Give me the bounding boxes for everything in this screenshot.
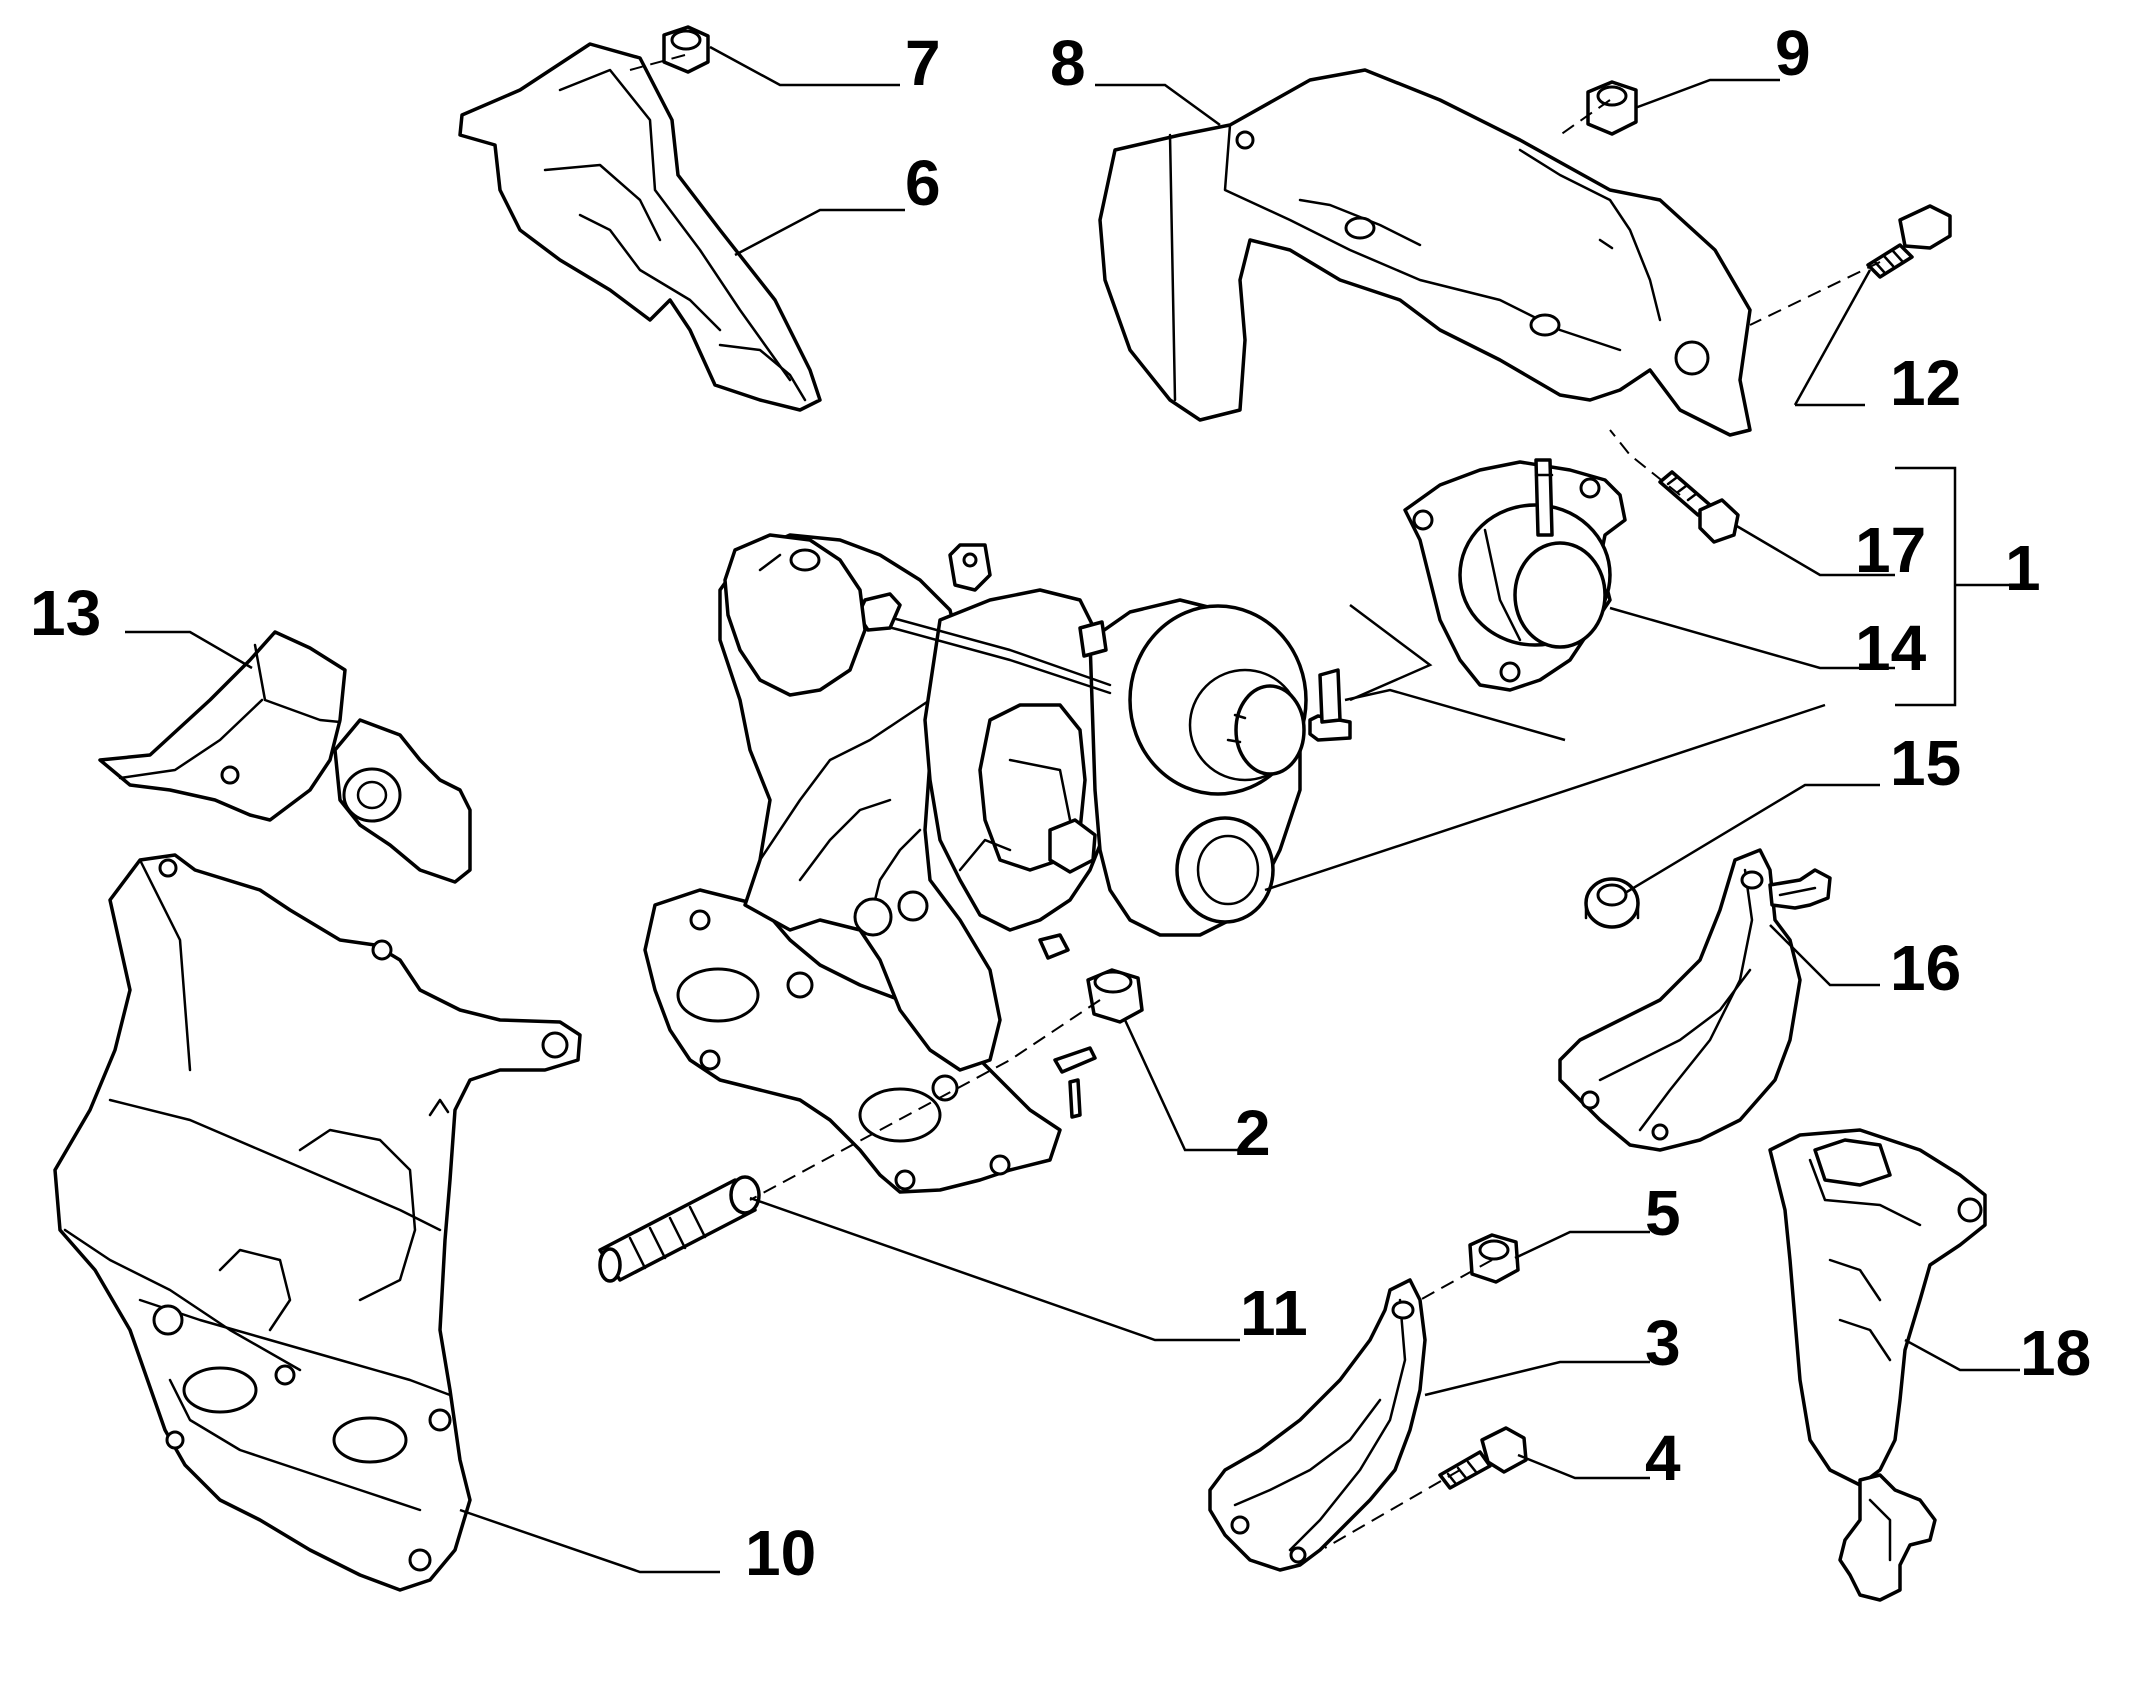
- callout-6: 6: [905, 147, 941, 219]
- part-10-heat-shield: [53, 853, 582, 1592]
- callout-3: 3: [1645, 1307, 1681, 1379]
- part-4-bolt: [1438, 1426, 1528, 1490]
- part-9-nut: [1586, 80, 1638, 136]
- part-2-sleeve: [1086, 968, 1144, 1024]
- part-5-nut: [1468, 1233, 1520, 1284]
- callout-15: 15: [1890, 727, 1961, 799]
- callout-5: 5: [1645, 1177, 1681, 1249]
- callout-1: 1: [2005, 532, 2041, 604]
- callout-18: 18: [2020, 1317, 2091, 1389]
- callout-9: 9: [1775, 17, 1811, 89]
- callout-4: 4: [1645, 1422, 1681, 1494]
- callout-2: 2: [1235, 1097, 1271, 1169]
- part-11-stud: [598, 1175, 761, 1283]
- callout-16: 16: [1890, 932, 1961, 1004]
- part-15-washer: [1584, 877, 1640, 929]
- part-8-heat-shield: [1098, 68, 1752, 437]
- callout-7: 7: [905, 27, 941, 99]
- callout-17: 17: [1855, 514, 1926, 586]
- part-13-heat-shield: [98, 630, 472, 884]
- part-18-heat-shield: [1768, 1128, 1987, 1602]
- part-16-bracket: [1558, 848, 1832, 1152]
- callout-13: 13: [30, 577, 101, 649]
- part-12-bolt: [1866, 204, 1952, 279]
- callout-10: 10: [745, 1517, 816, 1589]
- part-1-turbocharger-assembly: [643, 533, 1352, 1194]
- assembly-axis-lines: [629, 54, 1881, 1549]
- part-14-wastegate-actuator: [1403, 458, 1627, 692]
- part-6-heat-shield: [458, 42, 822, 412]
- part-3-bracket: [1208, 1278, 1427, 1572]
- callout-14: 14: [1855, 612, 1927, 684]
- callout-12: 12: [1890, 347, 1961, 419]
- part-17-bolt: [1658, 470, 1740, 544]
- callout-8: 8: [1050, 27, 1086, 99]
- leader-lines: [125, 45, 2020, 1574]
- part-7-nut: [662, 25, 710, 74]
- callout-labels: 1 2 3 4 5 6 7 8 9 10 11 12 13 14 15 16 1…: [30, 17, 2091, 1589]
- callout-11: 11: [1240, 1277, 1308, 1349]
